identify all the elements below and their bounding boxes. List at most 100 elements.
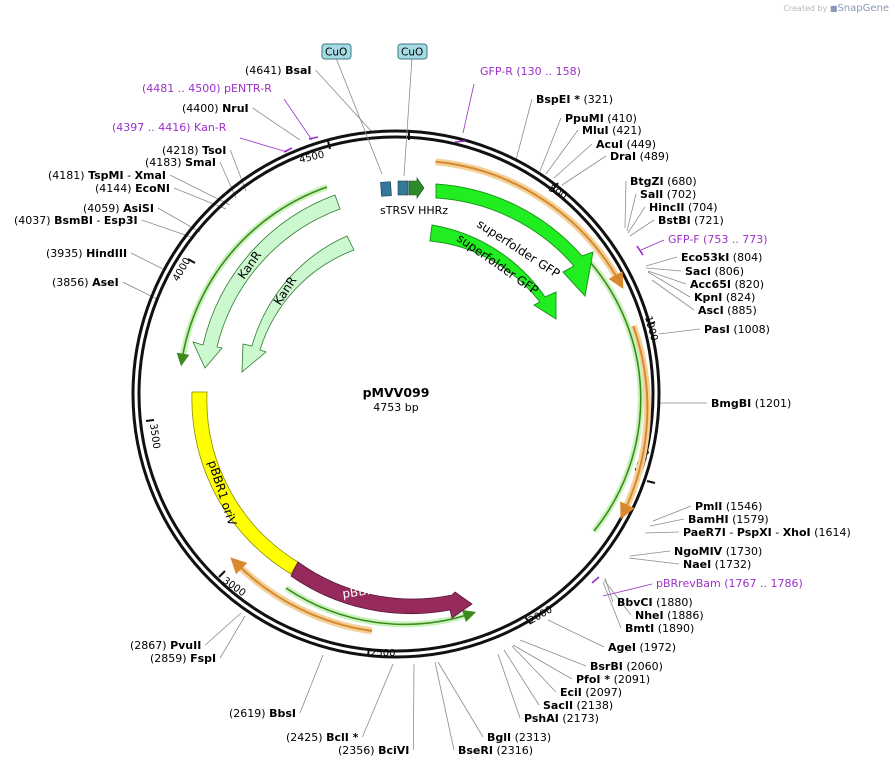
- restriction-site-leader: [651, 279, 695, 311]
- restriction-site-label: BbvCI (1880): [617, 596, 693, 609]
- feature-pbbr1-oriv: [191, 391, 299, 575]
- restriction-site[interactable]: (2425) BclI *: [286, 731, 359, 744]
- restriction-site[interactable]: NheI (1886): [635, 609, 704, 622]
- restriction-site-leader: [434, 661, 455, 751]
- restriction-site[interactable]: NgoMIV (1730): [674, 545, 762, 558]
- restriction-site[interactable]: HincII (704): [649, 201, 718, 214]
- restriction-site[interactable]: BspEI * (321): [536, 93, 613, 106]
- restriction-site[interactable]: (4400) NruI: [182, 102, 249, 115]
- feature-label-strsv-hhrz: sTRSV HHRz: [380, 204, 448, 217]
- ruler-tick: [646, 480, 656, 484]
- restriction-site-label: AcuI (449): [596, 138, 656, 151]
- restriction-site[interactable]: (4059) AsiSI: [83, 202, 154, 215]
- restriction-site[interactable]: PmlI (1546): [695, 500, 762, 513]
- restriction-site-label: NheI (1886): [635, 609, 704, 622]
- feature-label-kanr-inner: KanR: [271, 274, 300, 308]
- ruler-tick: [524, 616, 532, 625]
- primer-gfp-r[interactable]: GFP-R (130 .. 158): [454, 65, 581, 143]
- restriction-site-label: (3935) HindIII: [46, 247, 127, 260]
- restriction-site-label: (3856) AseI: [52, 276, 119, 289]
- restriction-site-leader: [652, 505, 692, 522]
- restriction-site[interactable]: (2356) BciVI: [338, 744, 409, 757]
- restriction-site-leader: [503, 649, 540, 706]
- feature-strsv-block-2: [397, 180, 409, 196]
- restriction-site-leader: [219, 161, 237, 199]
- restriction-site-label: BmgBI (1201): [711, 397, 791, 410]
- restriction-site[interactable]: DraI (489): [610, 150, 669, 163]
- restriction-site-leader: [315, 69, 373, 133]
- restriction-site-label: MluI (421): [582, 124, 642, 137]
- restriction-site[interactable]: (4181) TspMI - XmaI: [48, 169, 166, 182]
- restriction-site[interactable]: (4641) BsaI: [245, 64, 312, 77]
- primer-leader: [462, 83, 475, 134]
- primer-binding-arc-right-core: [620, 325, 649, 520]
- ruler-label: 2500: [370, 648, 395, 659]
- restriction-site-leader: [629, 219, 655, 237]
- ruler-label: 3000: [220, 575, 247, 599]
- primer-tick: [591, 576, 600, 584]
- feature-label-pbbr1-oriv: pBBR1 oriV: [205, 459, 239, 528]
- restriction-site[interactable]: (2619) BbsI: [229, 707, 296, 720]
- restriction-site[interactable]: PshAI (2173): [524, 712, 599, 725]
- restriction-site[interactable]: BglI (2313): [487, 731, 551, 744]
- restriction-site[interactable]: (3935) HindIII: [46, 247, 127, 260]
- restriction-site[interactable]: PfoI * (2091): [576, 673, 650, 686]
- restriction-site[interactable]: SacII (2138): [543, 699, 613, 712]
- restriction-site-leader: [602, 581, 622, 629]
- primer-label: GFP-R (130 .. 158): [480, 65, 581, 78]
- restriction-site-label: BmtI (1890): [625, 622, 694, 635]
- restriction-site-leader: [547, 619, 605, 648]
- restriction-site[interactable]: BbvCI (1880): [617, 596, 693, 609]
- restriction-site[interactable]: (4144) EcoNI: [95, 182, 170, 195]
- restriction-site[interactable]: NaeI (1732): [683, 558, 751, 571]
- restriction-site[interactable]: Eco53kI (804): [681, 251, 762, 264]
- restriction-site-label: PmlI (1546): [695, 500, 762, 513]
- restriction-site[interactable]: BseRI (2316): [458, 744, 533, 757]
- restriction-site[interactable]: PasI (1008): [704, 323, 770, 336]
- restriction-site[interactable]: SalI (702): [640, 188, 696, 201]
- restriction-site[interactable]: BmtI (1890): [625, 622, 694, 635]
- restriction-site[interactable]: BstBI (721): [658, 214, 724, 227]
- restriction-site-label: (4037) BsmBI - Esp3I: [14, 214, 138, 227]
- primer-gfp-f[interactable]: GFP-F (753 .. 773): [636, 233, 768, 256]
- restriction-site[interactable]: PaeR7I - PspXI - XhoI (1614): [683, 526, 851, 539]
- plasmid-size: 4753 bp: [373, 401, 418, 414]
- ruler-tick: [646, 321, 656, 326]
- restriction-site[interactable]: PpuMI (410): [565, 112, 637, 125]
- restriction-site[interactable]: AcuI (449): [596, 138, 656, 151]
- restriction-site[interactable]: (3856) AseI: [52, 276, 119, 289]
- restriction-site-leader: [627, 206, 646, 234]
- restriction-site-leader: [515, 98, 533, 161]
- restriction-site-leader: [561, 155, 607, 186]
- restriction-site[interactable]: (4183) SmaI: [145, 156, 216, 169]
- primer-tick: [454, 140, 467, 143]
- primer-pbrrevbam[interactable]: pBRrevBam (1767 .. 1786): [591, 576, 803, 597]
- restriction-site[interactable]: BamHI (1579): [688, 513, 769, 526]
- restriction-site[interactable]: AgeI (1972): [608, 641, 676, 654]
- restriction-site[interactable]: (4037) BsmBI - Esp3I: [14, 214, 138, 227]
- primer-pentr-r[interactable]: (4481 .. 4500) pENTR-R: [142, 82, 319, 141]
- restriction-site[interactable]: KpnI (824): [694, 291, 755, 304]
- restriction-site[interactable]: EciI (2097): [560, 686, 622, 699]
- restriction-site[interactable]: (4218) TsoI: [162, 144, 226, 157]
- restriction-site-leader: [645, 256, 678, 267]
- restriction-site[interactable]: BsrBI (2060): [590, 660, 663, 673]
- restriction-site[interactable]: AscI (885): [698, 304, 757, 317]
- restriction-site[interactable]: SacI (806): [685, 265, 744, 278]
- restriction-site-leader: [624, 180, 627, 229]
- restriction-site[interactable]: Acc65I (820): [690, 278, 764, 291]
- ruler-label: 3500: [147, 423, 161, 450]
- restriction-site[interactable]: (2867) PvuII: [130, 639, 201, 652]
- restriction-site[interactable]: MluI (421): [582, 124, 642, 137]
- primer-kan-r[interactable]: (4397 .. 4416) Kan-R: [112, 121, 293, 153]
- restriction-site-leader: [511, 645, 557, 693]
- restriction-site-leader: [644, 531, 680, 534]
- restriction-site[interactable]: BmgBI (1201): [711, 397, 791, 410]
- restriction-site-label: Eco53kI (804): [681, 251, 762, 264]
- ruler-tick: [145, 419, 155, 422]
- restriction-site-leader: [647, 270, 687, 285]
- cuo-operator-box-2: [397, 43, 428, 60]
- restriction-site[interactable]: BtgZI (680): [630, 175, 697, 188]
- restriction-site-label: PfoI * (2091): [576, 673, 650, 686]
- restriction-site[interactable]: (2859) FspI: [150, 652, 216, 665]
